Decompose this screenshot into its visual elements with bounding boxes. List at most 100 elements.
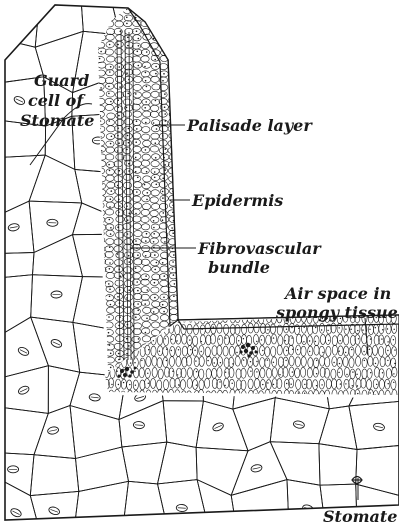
- chloroplast-dot: [375, 327, 376, 328]
- chloroplast-dot: [171, 350, 172, 351]
- chloroplast-dot: [309, 351, 310, 352]
- chloroplast-dot: [166, 349, 167, 350]
- chloroplast-dot: [173, 142, 175, 144]
- chloroplast-dot: [165, 338, 166, 339]
- chloroplast-dot: [165, 22, 167, 24]
- chloroplast-dot: [129, 384, 130, 385]
- chloroplast-dot: [163, 157, 165, 159]
- chloroplast-dot: [135, 93, 137, 95]
- chloroplast-dot: [285, 360, 286, 361]
- chloroplast-dot: [146, 318, 148, 320]
- spongy-cell: [358, 117, 399, 169]
- spongy-cell: [361, 0, 399, 39]
- chloroplast-dot: [177, 374, 178, 375]
- guard-cell-oval: [10, 14, 22, 23]
- label-air-space-line1: Air space in: [283, 284, 391, 303]
- chloroplast-dot: [108, 86, 110, 88]
- chloroplast-dot: [109, 262, 111, 264]
- chloroplast-dot: [141, 360, 142, 361]
- palisade-cell: [169, 27, 177, 33]
- chloroplast-dot: [173, 128, 175, 130]
- chloroplast-dot: [394, 349, 395, 350]
- chloroplast-dot: [250, 361, 251, 362]
- guard-cell-oval: [369, 138, 382, 150]
- guard-cell-oval: [215, 137, 226, 144]
- chloroplast-dot: [162, 135, 164, 137]
- chloroplast-dot: [224, 385, 225, 386]
- chloroplast-dot: [285, 340, 286, 341]
- chloroplast-dot: [129, 261, 131, 263]
- chloroplast-dot: [120, 275, 122, 277]
- chloroplast-dot: [155, 100, 157, 102]
- guard-cell-oval: [251, 216, 264, 226]
- chloroplast-dot: [153, 50, 155, 52]
- chloroplast-dot: [153, 311, 155, 313]
- chloroplast-dot: [127, 45, 129, 47]
- chloroplast-dot: [109, 288, 111, 290]
- chloroplast-dot: [119, 66, 121, 68]
- spongy-cell: [311, 34, 369, 90]
- chloroplast-dot: [273, 362, 274, 363]
- chloroplast-dot: [109, 219, 111, 221]
- chloroplast-dot: [304, 327, 305, 328]
- chloroplast-dot: [345, 329, 346, 330]
- chloroplast-dot: [164, 164, 166, 166]
- chloroplast-dot: [298, 328, 299, 329]
- spongy-cell: [198, 0, 239, 41]
- chloroplast-dot: [138, 338, 140, 340]
- chloroplast-dot: [126, 338, 128, 340]
- chloroplast-dot: [137, 290, 139, 292]
- spongy-cell: [314, 76, 359, 130]
- chloroplast-dot: [116, 371, 117, 372]
- chloroplast-dot: [220, 362, 221, 363]
- chloroplast-dot: [118, 384, 119, 385]
- chloroplast-dot: [291, 337, 292, 338]
- chloroplast-dot: [171, 23, 173, 25]
- guard-cell-oval: [175, 260, 187, 268]
- palisade-cell: [159, 35, 167, 41]
- chloroplast-dot: [172, 232, 174, 234]
- chloroplast-dot: [155, 73, 157, 75]
- chloroplast-dot: [155, 66, 157, 68]
- chloroplast-dot: [159, 351, 160, 352]
- chloroplast-dot: [163, 212, 165, 214]
- chloroplast-dot: [110, 233, 112, 235]
- chloroplast-dot: [108, 93, 110, 95]
- chloroplast-dot: [363, 351, 364, 352]
- chloroplast-dot: [338, 372, 339, 373]
- chloroplast-dot: [273, 384, 274, 385]
- palisade-cell: [161, 20, 169, 26]
- chloroplast-dot: [145, 255, 147, 257]
- chloroplast-dot: [172, 261, 174, 263]
- chloroplast-dot: [165, 148, 167, 150]
- chloroplast-dot: [163, 311, 165, 313]
- chloroplast-dot: [126, 17, 128, 19]
- chloroplast-dot: [128, 255, 130, 257]
- chloroplast-dot: [219, 338, 220, 339]
- chloroplast-dot: [165, 38, 167, 40]
- chloroplast-dot: [127, 135, 129, 137]
- chloroplast-dot: [109, 44, 111, 46]
- chloroplast-dot: [382, 329, 383, 330]
- chloroplast-dot: [194, 350, 195, 351]
- chloroplast-dot: [364, 360, 365, 361]
- chloroplast-dot: [387, 350, 388, 351]
- chloroplast-dot: [171, 339, 172, 340]
- chloroplast-dot: [135, 171, 137, 173]
- chloroplast-dot: [162, 178, 164, 180]
- chloroplast-dot: [153, 241, 155, 243]
- chloroplast-dot: [339, 363, 340, 364]
- chloroplast-dot: [358, 338, 359, 339]
- chloroplast-dot: [356, 374, 357, 375]
- chloroplast-dot: [144, 303, 146, 305]
- chloroplast-dot: [291, 384, 292, 385]
- chloroplast-dot: [109, 296, 111, 298]
- chloroplast-dot: [243, 338, 244, 339]
- chloroplast-dot: [148, 383, 149, 384]
- chloroplast-dot: [154, 31, 156, 33]
- chloroplast-dot: [232, 383, 233, 384]
- chloroplast-dot: [130, 362, 131, 363]
- chloroplast-dot: [134, 362, 135, 363]
- chloroplast-dot: [147, 289, 149, 291]
- palisade-cell: [169, 15, 177, 21]
